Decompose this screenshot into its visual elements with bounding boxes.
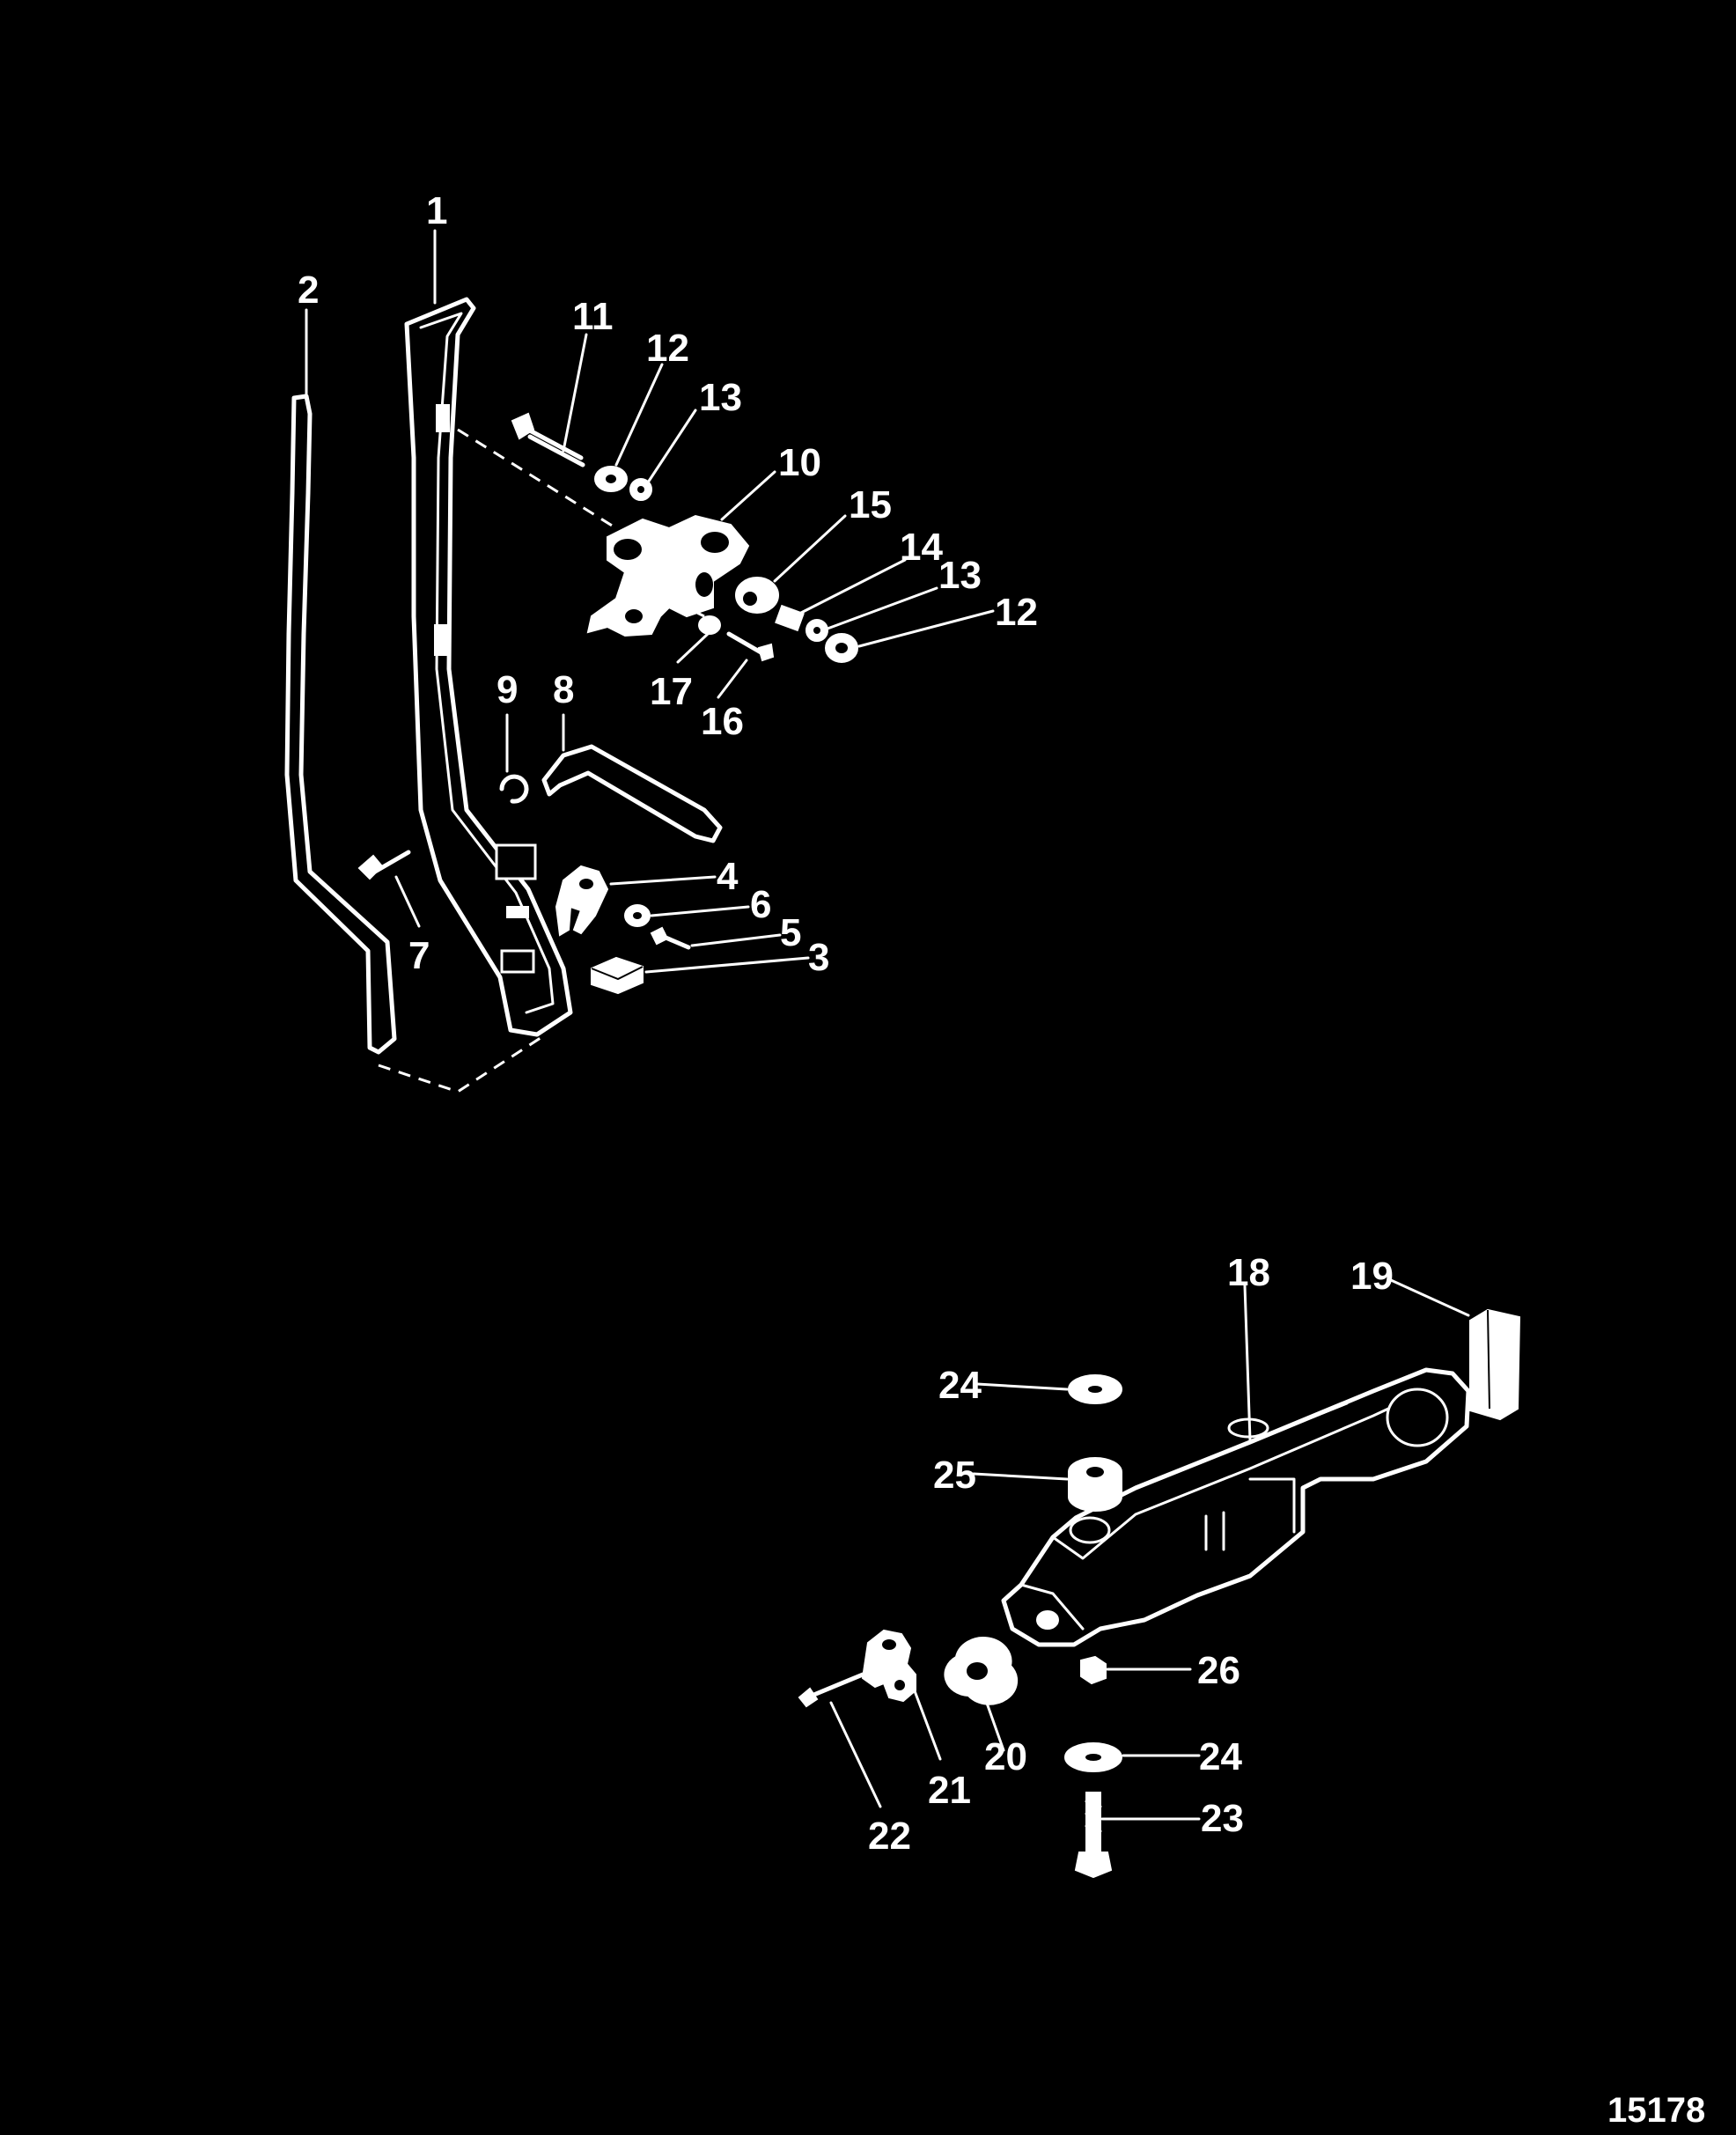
callout-22: 22 <box>868 1815 911 1858</box>
callout-20: 20 <box>984 1735 1027 1778</box>
callout-24-lower: 24 <box>1199 1735 1242 1778</box>
part-13-bushing <box>629 478 652 501</box>
callout-12: 12 <box>646 327 689 370</box>
part-12-washer <box>594 466 628 492</box>
part-11-bolt <box>511 412 585 467</box>
part-10-rocker <box>586 514 750 637</box>
part-3-block <box>591 956 644 995</box>
part-14-sleeve <box>775 604 805 632</box>
part-7-screw <box>357 850 411 880</box>
callout-labels: 1 2 11 12 13 10 15 14 13 12 17 16 9 8 7 … <box>298 189 1394 1858</box>
callout-8: 8 <box>553 668 574 711</box>
part-15-bushing <box>735 577 779 614</box>
callout-25: 25 <box>933 1454 976 1497</box>
callout-11: 11 <box>572 295 614 338</box>
part-13-bushing-lower <box>805 619 828 642</box>
callout-19: 19 <box>1350 1255 1394 1298</box>
callout-21: 21 <box>928 1769 971 1812</box>
part-9-clip <box>499 774 529 804</box>
part-20-bushing <box>944 1636 1019 1705</box>
upper-leader-lines <box>305 229 995 974</box>
callout-9: 9 <box>497 668 518 711</box>
part-5-screw <box>650 926 691 950</box>
figure-number: 15178 <box>1607 2091 1705 2130</box>
callout-5: 5 <box>780 911 801 954</box>
part-21-clamp <box>861 1629 916 1703</box>
part-6-washer <box>624 904 651 927</box>
part-24-washer <box>1068 1374 1122 1404</box>
callout-17: 17 <box>650 670 693 713</box>
callout-18: 18 <box>1227 1251 1270 1294</box>
part-2-strip <box>284 394 397 1055</box>
callout-7: 7 <box>408 934 430 977</box>
part-8-rod <box>541 744 723 843</box>
callout-10: 10 <box>778 441 821 484</box>
part-16-screw <box>726 631 775 662</box>
part-26-nut <box>1080 1655 1107 1685</box>
connector-line <box>378 1033 547 1093</box>
callout-3: 3 <box>808 936 829 979</box>
callout-13: 13 <box>699 376 742 419</box>
part-1-bracket <box>404 297 573 1037</box>
callout-13-lower: 13 <box>938 554 982 597</box>
callout-1: 1 <box>426 189 447 232</box>
callout-2: 2 <box>298 269 319 312</box>
part-4-clamp <box>555 865 609 937</box>
part-22-pin <box>798 1672 865 1708</box>
callout-26: 26 <box>1197 1649 1240 1692</box>
part-24-washer-lower <box>1064 1742 1122 1772</box>
callout-15: 15 <box>849 483 892 526</box>
callout-12-lower: 12 <box>995 591 1038 634</box>
callout-23: 23 <box>1201 1797 1244 1840</box>
callout-4: 4 <box>717 855 739 898</box>
callout-16: 16 <box>701 700 744 743</box>
part-17-washer <box>698 615 721 635</box>
callout-14: 14 <box>900 526 943 569</box>
part-25-grommet <box>1068 1457 1122 1512</box>
lower-leader-lines <box>829 1278 1470 1821</box>
callout-24: 24 <box>938 1364 982 1407</box>
part-19-pad <box>1469 1308 1521 1421</box>
part-18-arm <box>1001 1367 1471 1647</box>
connector-line <box>457 428 617 530</box>
part-23-bolt <box>1074 1792 1113 1879</box>
part-12-washer-lower <box>825 633 858 663</box>
callout-6: 6 <box>750 883 771 926</box>
